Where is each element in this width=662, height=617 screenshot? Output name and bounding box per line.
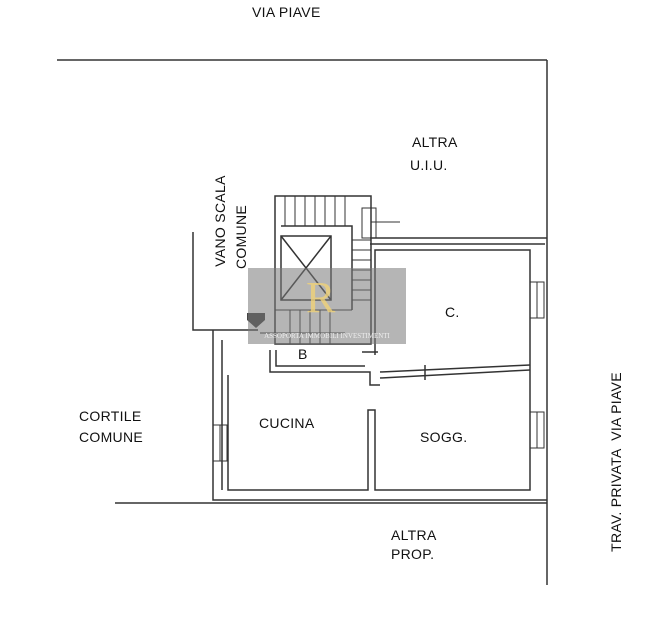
room-label-b: B (298, 346, 308, 362)
courtyard-label-1: CORTILE (79, 408, 142, 424)
watermark-logo: R (306, 273, 336, 322)
watermark-text: ASSOPORTA IMMOBILI INVESTIMENTI (264, 332, 390, 340)
courtyard-label-2: COMUNE (79, 429, 144, 445)
stairwell-label-2: COMUNE (233, 204, 249, 270)
room-walls (227, 249, 531, 491)
watermark: R ASSOPORTA IMMOBILI INVESTIMENTI (248, 268, 406, 344)
street-label-top: VIA PIAVE (252, 4, 321, 20)
building-outer-wall (212, 330, 547, 501)
stairwell-label-1: VANO SCALA (212, 175, 228, 267)
room-label-kitchen: CUCINA (259, 415, 315, 431)
other-property-label-1: ALTRA (391, 527, 437, 543)
room-label-living: SOGG. (420, 429, 468, 445)
other-property-label-2: PROP. (391, 546, 435, 562)
side-street-label: TRAV. PRIVATA VIA PIAVE (608, 372, 624, 552)
other-unit-label-1: ALTRA (412, 134, 458, 150)
courtyard-wall (192, 232, 258, 331)
room-label-c: C. (445, 304, 460, 320)
other-unit-label-2: U.I.U. (410, 157, 448, 173)
